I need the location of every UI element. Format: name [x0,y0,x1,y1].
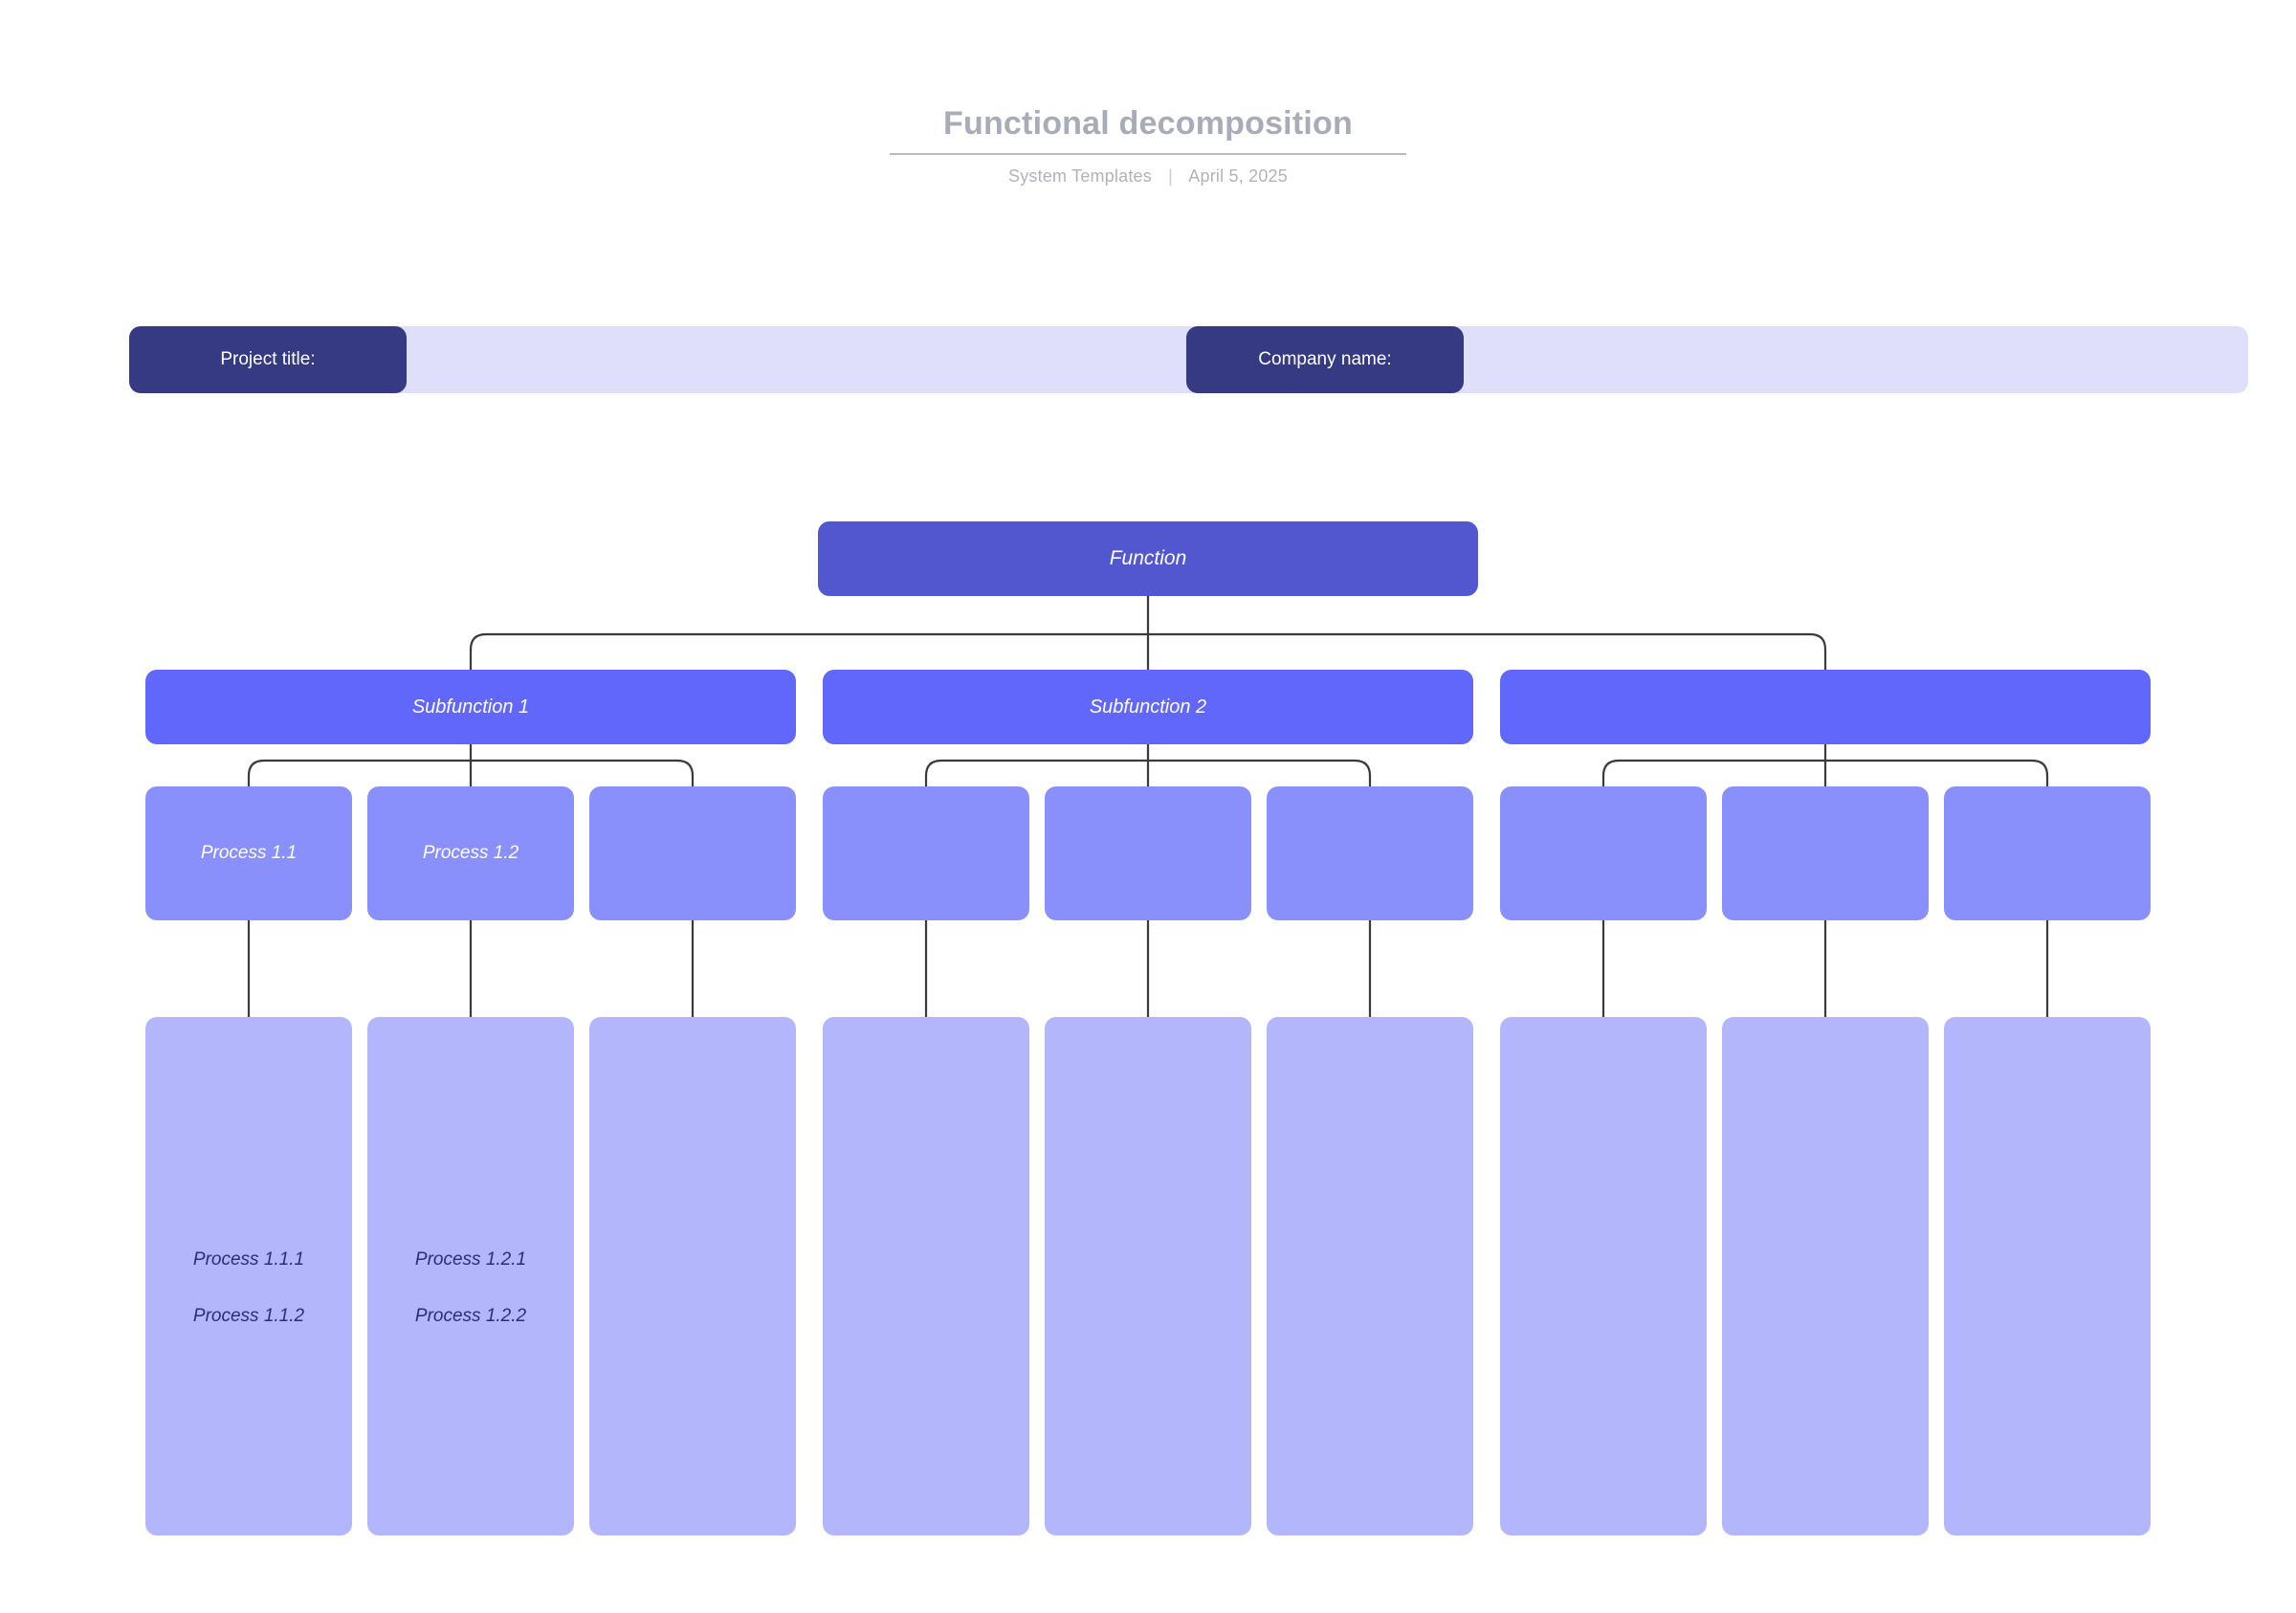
node-process-7[interactable] [1500,786,1707,920]
node-process-4[interactable] [823,786,1029,920]
node-process-9[interactable] [1944,786,2151,920]
page-title: Functional decomposition [943,105,1353,142]
node-subprocess-2-line-1: Process 1.2.1 [414,1249,527,1270]
company-name-label: Company name: [1186,326,1464,393]
node-subfunction-1-label: Subfunction 1 [411,696,530,718]
node-subprocess-1[interactable]: Process 1.1.1 Process 1.1.2 [145,1017,352,1536]
node-subprocess-7[interactable] [1500,1017,1707,1536]
node-process-3[interactable] [589,786,796,920]
node-subprocess-3[interactable] [589,1017,796,1536]
node-subprocess-5[interactable] [1045,1017,1251,1536]
node-subfunction-3[interactable] [1500,670,2151,744]
node-subprocess-6[interactable] [1267,1017,1473,1536]
node-process-2[interactable]: Process 1.2 [367,786,574,920]
node-subprocess-1-line-2: Process 1.1.2 [192,1306,305,1326]
source-label: System Templates [1008,166,1152,186]
node-subprocess-2[interactable]: Process 1.2.1 Process 1.2.2 [367,1017,574,1536]
node-process-2-label: Process 1.2 [422,843,519,863]
title-divider [890,153,1406,155]
node-process-1[interactable]: Process 1.1 [145,786,352,920]
node-subprocess-2-line-2: Process 1.2.2 [414,1306,527,1326]
date-label: April 5, 2025 [1188,166,1288,186]
node-subprocess-9[interactable] [1944,1017,2151,1536]
node-subfunction-1[interactable]: Subfunction 1 [145,670,796,744]
node-process-8[interactable] [1722,786,1929,920]
node-function[interactable]: Function [818,521,1478,596]
node-subfunction-2[interactable]: Subfunction 2 [823,670,1473,744]
node-process-1-label: Process 1.1 [200,843,298,863]
document-subtitle: System Templates | April 5, 2025 [0,166,2296,187]
node-subprocess-8[interactable] [1722,1017,1929,1536]
node-function-label: Function [1109,547,1187,569]
document-header: Functional decomposition System Template… [0,107,2296,187]
node-process-5[interactable] [1045,786,1251,920]
node-subprocess-4[interactable] [823,1017,1029,1536]
project-title-label: Project title: [129,326,407,393]
node-subprocess-1-line-1: Process 1.1.1 [192,1249,305,1270]
subtitle-separator: | [1168,166,1174,186]
project-title-input[interactable] [383,326,1339,393]
node-process-6[interactable] [1267,786,1473,920]
company-name-input[interactable] [1440,326,2248,393]
node-subfunction-2-label: Subfunction 2 [1089,696,1207,718]
